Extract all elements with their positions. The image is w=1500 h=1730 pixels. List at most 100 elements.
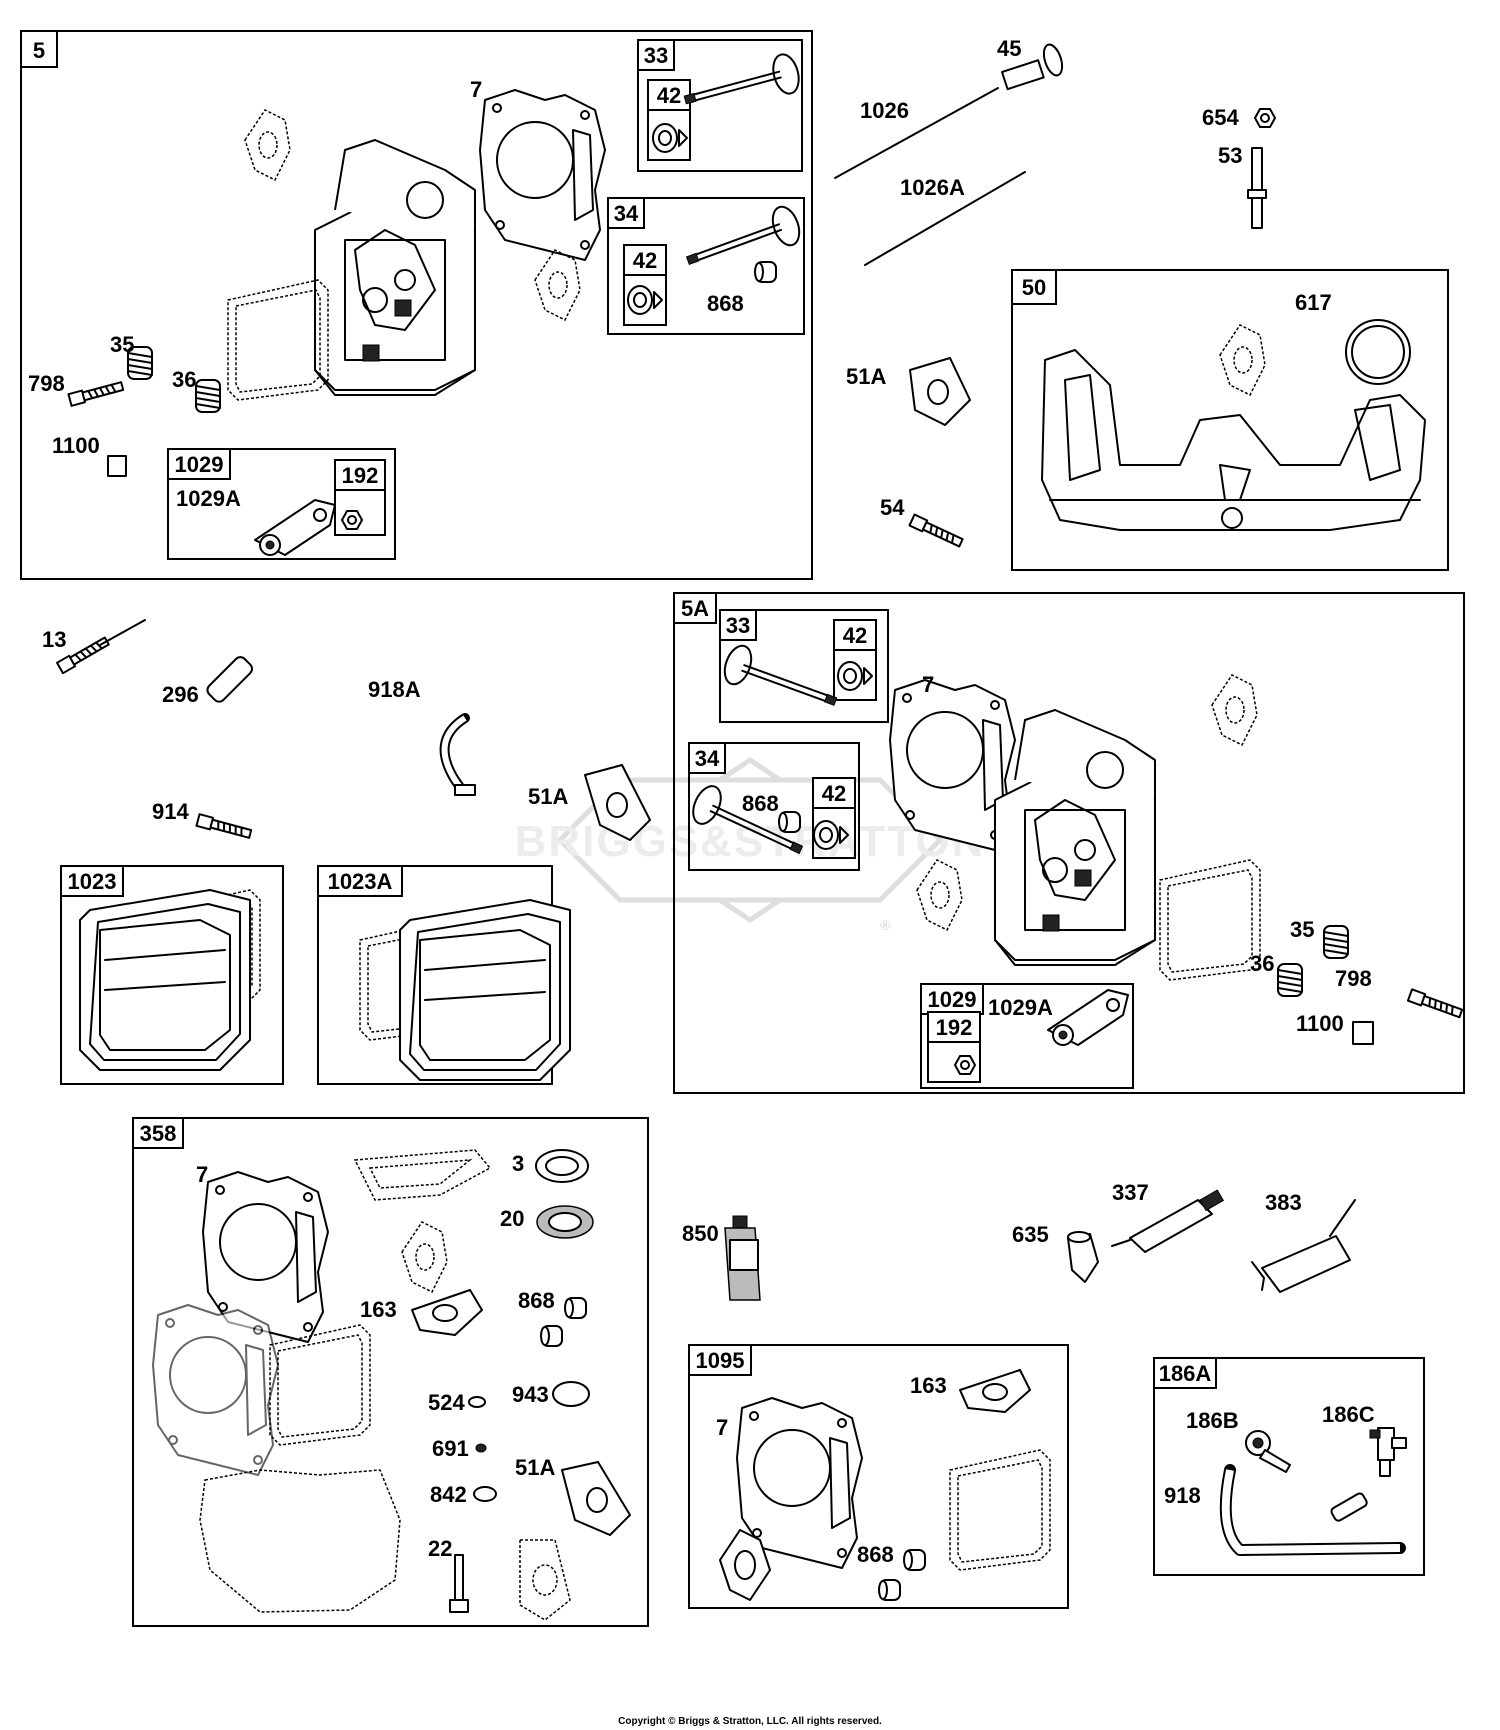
group-5a: 5A 33 42 34 42 868 7 35 36 798 1100 xyxy=(673,592,1465,1094)
group-5: 5 7 35 36 798 1100 33 42 34 42 868 xyxy=(20,30,813,580)
screw-icon xyxy=(67,379,125,407)
watermark-text: BRIGGS&STRATTON xyxy=(515,817,986,866)
part-868-label: 868 xyxy=(518,1288,555,1313)
part-842-label: 842 xyxy=(430,1482,467,1507)
cover-gasket-dashed-icon xyxy=(227,279,329,401)
part-163-label: 163 xyxy=(910,1373,947,1398)
part-524-label: 524 xyxy=(428,1390,465,1415)
group-358: 358 7 3 20 163 xyxy=(132,1117,649,1627)
part-1100-label: 1100 xyxy=(52,433,100,458)
part-943-label: 943 xyxy=(512,1382,549,1407)
part-186c-label: 186C xyxy=(1322,1402,1375,1427)
part-798-label: 798 xyxy=(28,371,65,396)
seal-icon xyxy=(535,1149,589,1183)
spring-icon xyxy=(1323,925,1349,959)
gasket-icon xyxy=(909,357,971,426)
nut-icon xyxy=(954,1055,976,1075)
push-rod-icon xyxy=(1000,43,1064,91)
part-654-label: 654 xyxy=(1202,105,1239,130)
group-5-34-tag: 34 xyxy=(614,201,639,226)
watermark: BRIGGS&STRATTON ® xyxy=(515,756,986,933)
group-5-34-42-tag: 42 xyxy=(633,248,657,273)
group-50: 50 617 xyxy=(1011,269,1449,571)
valve-keeper-icon xyxy=(627,285,663,315)
group-5-box xyxy=(20,30,813,580)
part-1100-label: 1100 xyxy=(1296,1011,1344,1036)
group-5-33-tag: 33 xyxy=(644,43,668,68)
cylinder-head-icon xyxy=(314,139,476,396)
spark-plug-icon xyxy=(1111,1189,1225,1253)
gasket-dashed-icon xyxy=(519,1539,571,1621)
part-1026-label: 1026 xyxy=(860,98,909,123)
group-5-33-42-tag: 42 xyxy=(657,83,681,108)
o-ring-icon xyxy=(468,1396,486,1408)
o-ring-icon xyxy=(473,1486,497,1502)
push-rod-icon xyxy=(834,87,999,179)
push-rod-icon xyxy=(864,171,1026,266)
group-1023a: 1023A xyxy=(317,865,571,1085)
head-gasket-icon xyxy=(479,89,606,261)
part-7-label: 7 xyxy=(716,1415,728,1440)
part-918-label: 918 xyxy=(1164,1483,1201,1508)
part-51a-label: 51A xyxy=(515,1455,555,1480)
rocker-arm-icon xyxy=(1047,989,1129,1046)
breather-tube-icon xyxy=(439,713,476,796)
group-186a: 186A 186B 186C 918 xyxy=(1153,1357,1425,1576)
loose-parts-bottom: 850 635 337 383 xyxy=(682,1180,1356,1301)
part-850-label: 850 xyxy=(682,1221,719,1246)
gasket-dashed-icon xyxy=(244,109,291,181)
part-35-label: 35 xyxy=(1290,917,1314,942)
part-1026a-label: 1026A xyxy=(900,175,965,200)
copyright-text: Copyright © Briggs & Stratton, LLC. All … xyxy=(618,1716,882,1727)
part-36-label: 36 xyxy=(1250,951,1274,976)
gasket-icon xyxy=(411,1289,483,1336)
gasket-icon xyxy=(561,1461,631,1536)
valve-cap-icon xyxy=(903,1549,926,1571)
ignition-coil-icon xyxy=(1251,1199,1356,1293)
part-186b-label: 186B xyxy=(1186,1408,1239,1433)
valve-fitting-icon xyxy=(1245,1430,1291,1473)
nut-icon xyxy=(1254,108,1276,128)
part-35-label: 35 xyxy=(110,332,134,357)
group-50-tag: 50 xyxy=(1022,275,1046,300)
spark-plug-boot-icon xyxy=(1067,1231,1099,1283)
intake-manifold-icon xyxy=(1041,349,1426,531)
loose-parts-middle: 13 296 918A 914 51A xyxy=(42,619,651,841)
group-5-1029-192-tag: 192 xyxy=(342,463,379,488)
part-20-label: 20 xyxy=(500,1206,524,1231)
block-icon xyxy=(107,455,127,477)
valve-cap-icon xyxy=(878,1579,901,1601)
part-296-label: 296 xyxy=(162,682,199,707)
sleeve-icon xyxy=(206,656,254,703)
group-358-tag: 358 xyxy=(140,1121,177,1146)
rocker-arm-icon xyxy=(254,499,336,556)
part-691-label: 691 xyxy=(432,1436,469,1461)
part-868-label: 868 xyxy=(707,291,744,316)
gasket-dashed-icon xyxy=(916,859,963,931)
part-3-label: 3 xyxy=(512,1151,524,1176)
valve-keeper-icon xyxy=(837,661,873,691)
valve-cap-icon xyxy=(754,261,777,283)
valve-cap-icon xyxy=(540,1325,563,1347)
part-22-label: 22 xyxy=(428,1536,452,1561)
group-1023: 1023 xyxy=(60,865,284,1085)
cover-gasket-dashed-icon xyxy=(1159,859,1261,981)
valve-cap-icon xyxy=(564,1297,587,1319)
sealant-tube-icon xyxy=(724,1215,761,1301)
part-337-label: 337 xyxy=(1112,1180,1149,1205)
bolt-icon xyxy=(449,1554,469,1613)
valve-keeper-icon xyxy=(652,123,688,153)
crankcase-gasket-dashed-icon xyxy=(199,1469,401,1613)
spring-icon xyxy=(1277,963,1303,997)
part-7-label: 7 xyxy=(196,1162,208,1187)
group-5a-33-tag: 33 xyxy=(726,613,750,638)
group-5a-tag: 5A xyxy=(681,596,709,621)
valve-cover-icon xyxy=(79,889,251,1071)
gasket-dashed-icon xyxy=(1219,324,1266,396)
part-13-label: 13 xyxy=(42,627,66,652)
part-635-label: 635 xyxy=(1012,1222,1049,1247)
group-5a-34-42-tag: 42 xyxy=(822,781,846,806)
valve-icon xyxy=(679,50,804,122)
group-5a-1029-192-tag: 192 xyxy=(936,1015,973,1040)
cylinder-head-icon xyxy=(994,709,1156,966)
